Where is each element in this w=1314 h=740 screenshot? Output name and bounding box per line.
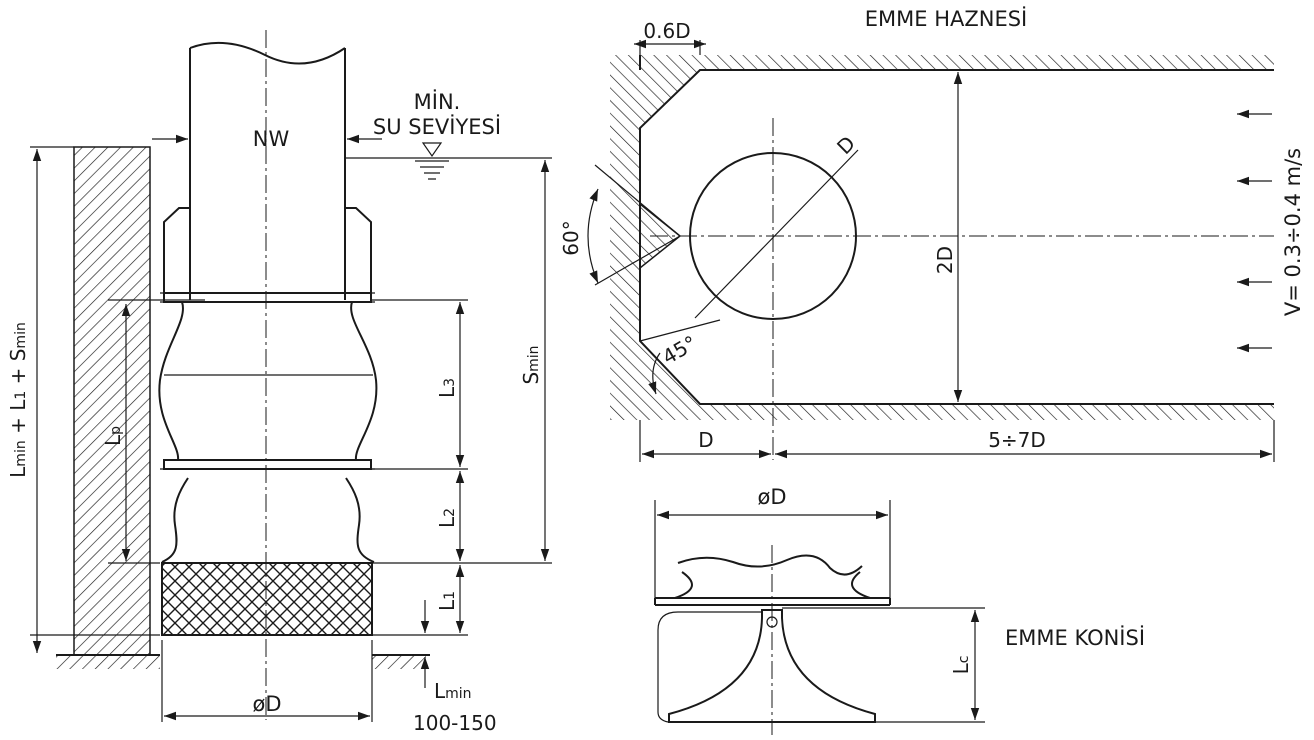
left-view: NW MİN. SU SEVİYESİ Lmin + L1 + Smin Lp … (6, 30, 552, 735)
l1-label: L1 (435, 591, 459, 611)
lp-label: Lp (101, 426, 125, 446)
l2-label: L2 (435, 508, 459, 528)
water-level-label-1: MİN. (414, 89, 461, 114)
l3-label: L3 (435, 378, 459, 398)
cone-diameter-label: øD (757, 485, 786, 509)
bottom-range-label: 5÷7D (988, 428, 1046, 452)
water-level-label-2: SU SEVİYESİ (373, 114, 501, 139)
cone-view: øD Lc EMME KONİSİ (654, 485, 1145, 735)
lmin-label: Lmin (434, 679, 472, 703)
pump-body (158, 301, 378, 461)
pipe (189, 41, 346, 300)
total-length-label: Lmin + L1 + Smin (6, 322, 30, 478)
angle-45-label: 45° (658, 331, 701, 370)
side-wall (73, 146, 151, 656)
lmin-range-label: 100-150 (413, 711, 497, 735)
velocity-label: V= 0.3÷0.4 m/s (1281, 148, 1305, 316)
left-diameter-label: øD (252, 692, 281, 716)
angle-60-label: 60° (559, 220, 583, 255)
water-level-symbol (415, 142, 449, 180)
cone-title: EMME KONİSİ (1005, 625, 1145, 650)
basin-wall (610, 55, 1274, 420)
offset-label: 0.6D (643, 19, 690, 43)
cone-top (674, 554, 871, 599)
lc-label: Lc (949, 656, 973, 675)
strainer (161, 562, 373, 636)
top-view: EMME HAZNESİ 60° 45° 0.6D D 2D (559, 6, 1305, 462)
basin-title: EMME HAZNESİ (865, 6, 1028, 31)
floor (56, 655, 160, 669)
pipe-label: NW (253, 127, 290, 151)
height-label: 2D (933, 246, 957, 274)
smin-label: Smin (519, 345, 543, 384)
bottom-d-label: D (698, 428, 713, 452)
circle-diameter-label: D (832, 131, 860, 159)
floor-right (372, 655, 426, 669)
